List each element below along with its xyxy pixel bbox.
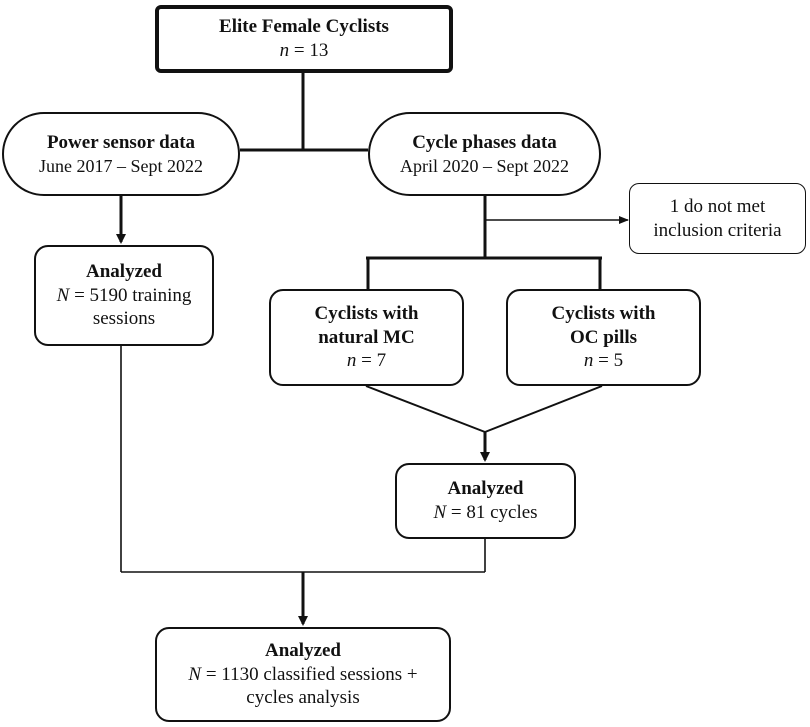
node-date-range: April 2020 – Sept 2022 [400, 155, 569, 176]
connector-oc-to-merge [484, 385, 603, 433]
node-count: n = 13 [279, 40, 329, 61]
node-title: Cycle phases data [412, 131, 557, 153]
node-analyzed-training-sessions: Analyzed N = 5190 training sessions [34, 245, 214, 346]
node-cyclists-natural-mc: Cyclists with natural MC n = 7 [269, 289, 464, 386]
node-analyzed-cycles: Analyzed N = 81 cycles [395, 463, 576, 539]
node-count: N = 81 cycles [433, 502, 538, 523]
node-count: N = 1130 classified sessions + [188, 663, 418, 685]
node-title: Power sensor data [46, 131, 196, 153]
node-power-sensor-data: Power sensor data June 2017 – Sept 2022 [2, 112, 240, 196]
node-line: 1 do not met [669, 195, 766, 217]
node-line: OC pills [569, 326, 638, 348]
node-title: Analyzed [447, 478, 524, 500]
node-cycle-phases-data: Cycle phases data April 2020 – Sept 2022 [368, 112, 601, 196]
node-line: sessions [92, 308, 156, 330]
node-title: Analyzed [86, 260, 162, 282]
node-line: Cyclists with [314, 302, 419, 324]
node-line: Cyclists with [551, 302, 656, 324]
node-count: N = 5190 training [56, 284, 192, 306]
node-exclusion: 1 do not met inclusion criteria [629, 183, 806, 254]
node-count: n = 7 [346, 350, 387, 372]
node-line: natural MC [318, 326, 415, 348]
node-title: Analyzed [265, 639, 341, 661]
node-count: n = 5 [583, 350, 624, 372]
node-title: Elite Female Cyclists [219, 16, 389, 38]
connector-natural-to-merge [365, 385, 486, 433]
node-date-range: June 2017 – Sept 2022 [39, 155, 203, 176]
node-cyclists-oc-pills: Cyclists with OC pills n = 5 [506, 289, 701, 386]
node-elite-female-cyclists: Elite Female Cyclists n = 13 [155, 5, 453, 73]
node-final-analyzed: Analyzed N = 1130 classified sessions + … [155, 627, 451, 722]
node-line: inclusion criteria [653, 219, 782, 241]
node-line: cycles analysis [246, 687, 360, 709]
